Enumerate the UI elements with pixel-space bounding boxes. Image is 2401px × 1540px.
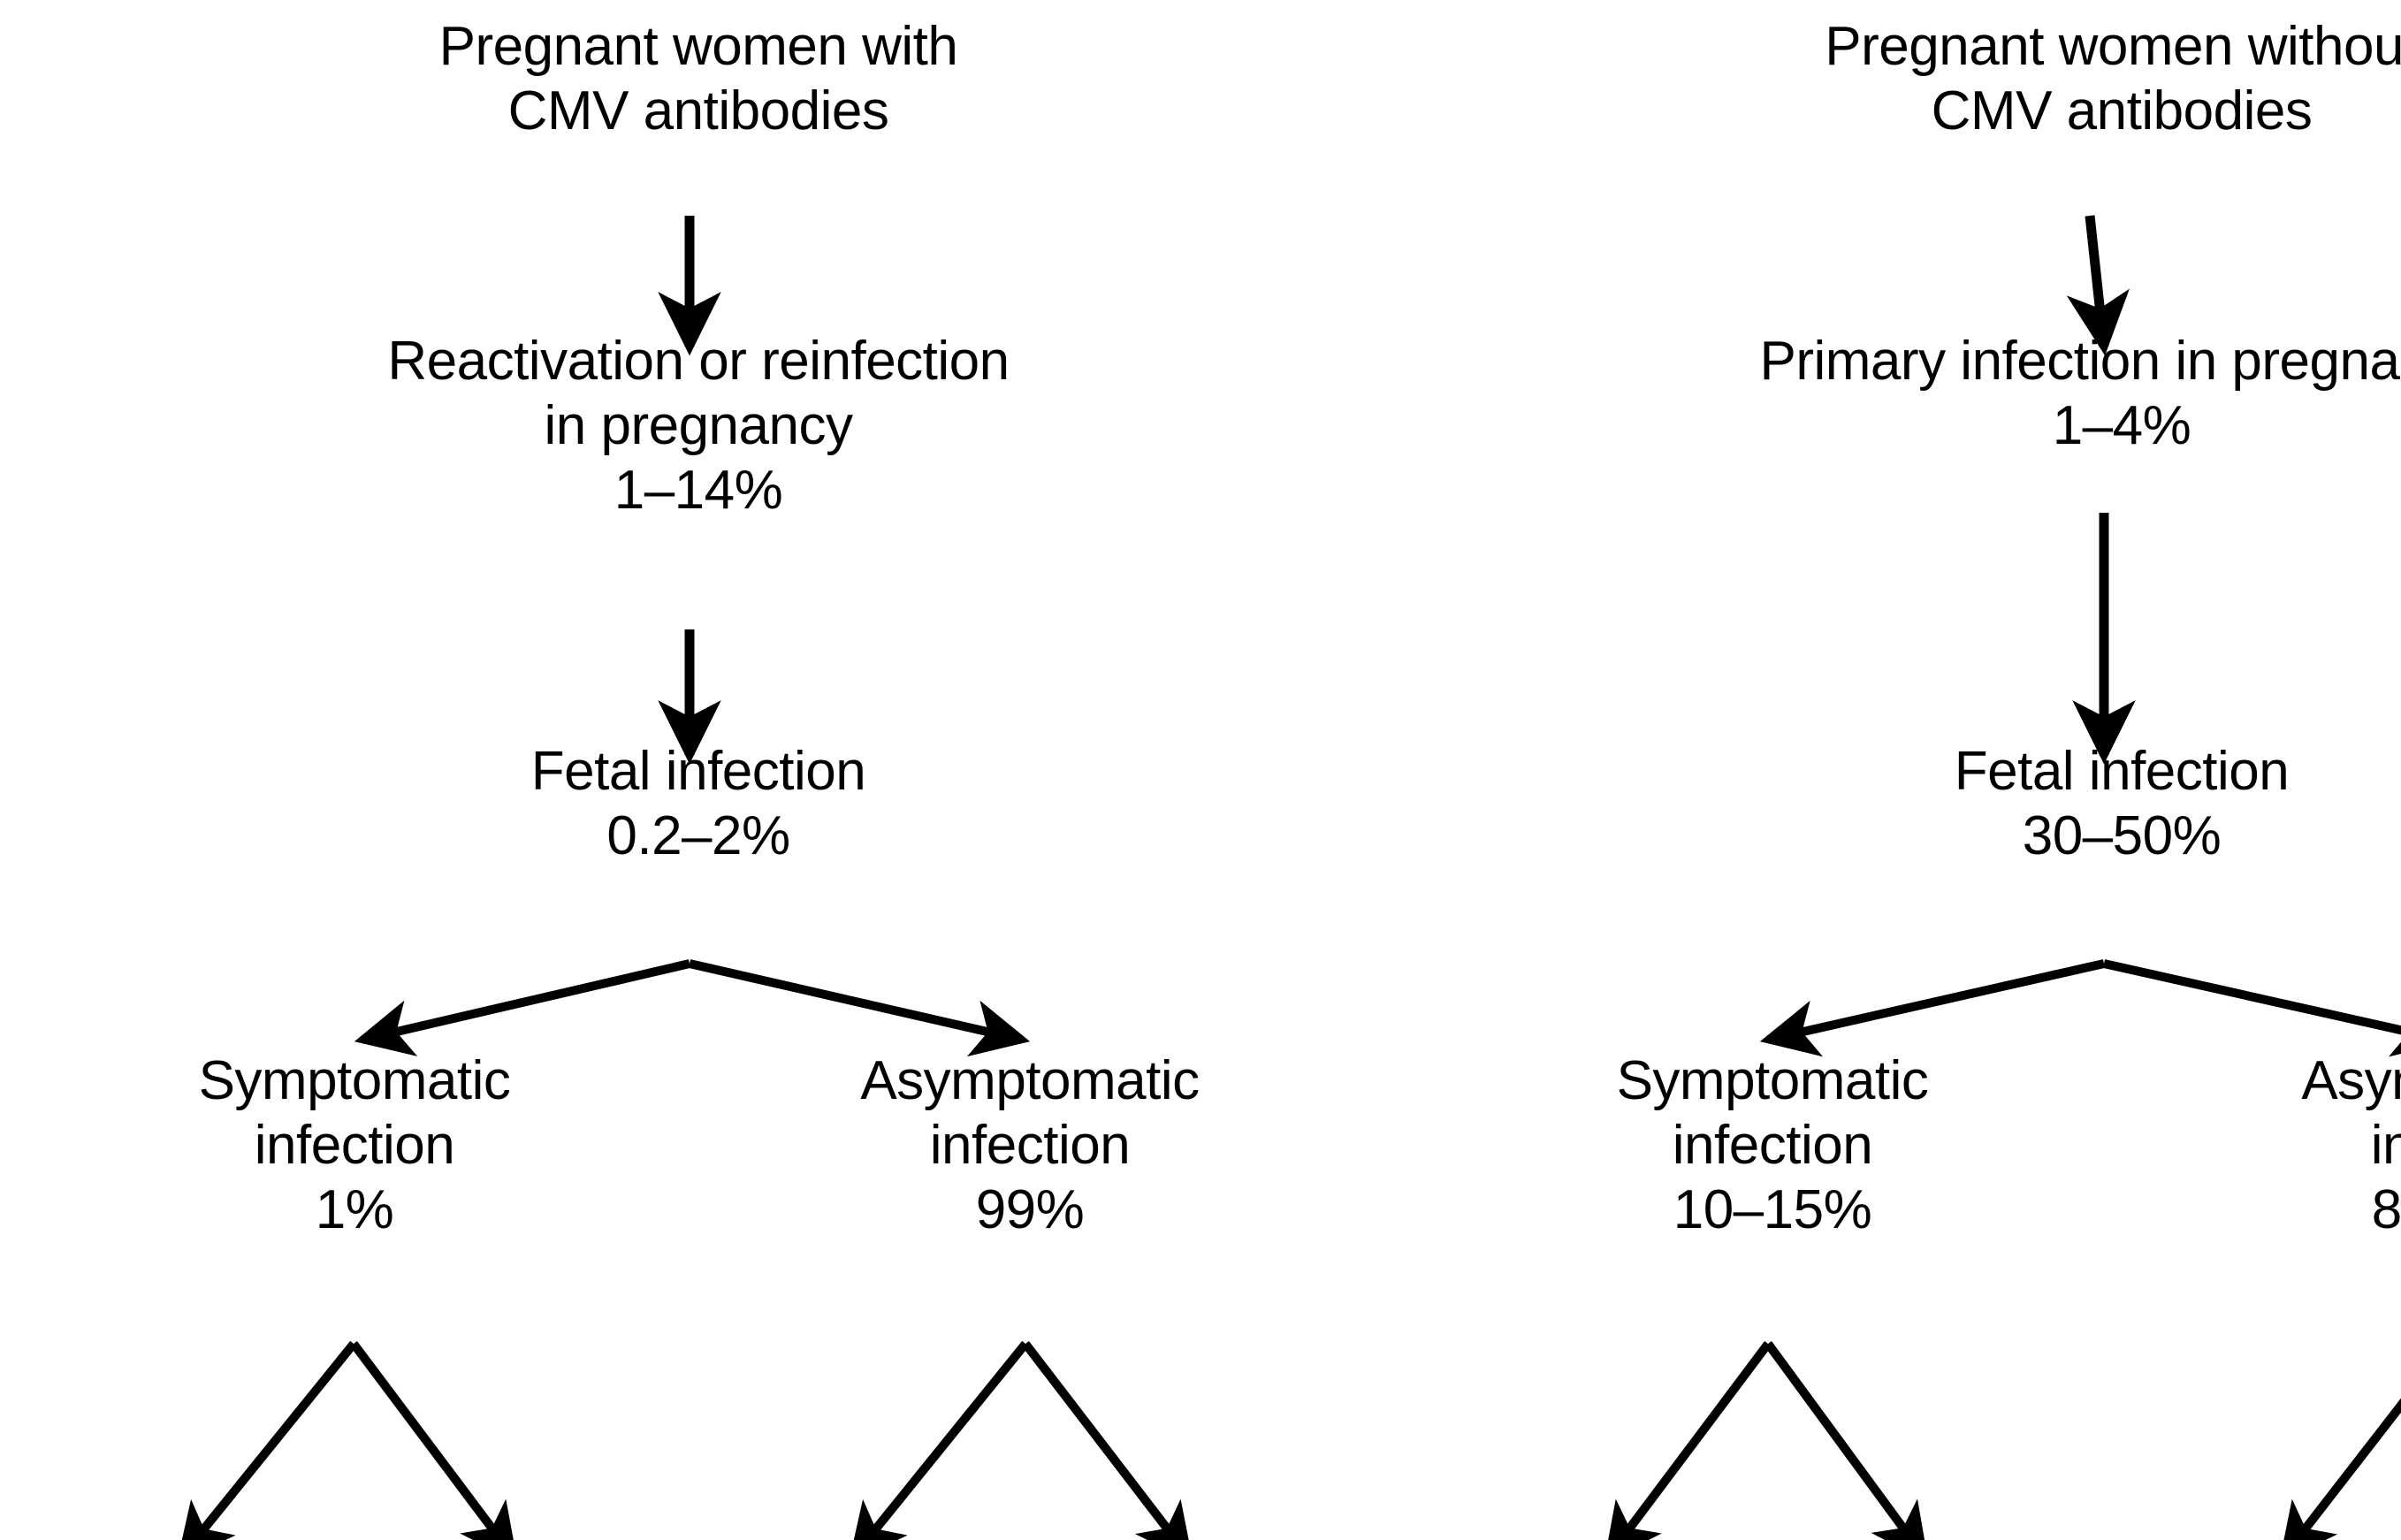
node-right-root-line2: CMV antibodies [1931, 80, 2313, 142]
node-right-symptomatic-rate: 10–15% [1673, 1179, 1872, 1241]
node-left-symptomatic-rate: 1% [315, 1179, 394, 1241]
node-right-primary-rate: 1–4% [2052, 395, 2191, 457]
node-right-asymptomatic: Asymptomatic infection 85–90% [2139, 1048, 2401, 1242]
node-right-symptomatic: Symptomatic infection 10–15% [1459, 1048, 2086, 1242]
node-right-fetal-rate: 30–50% [2022, 805, 2222, 867]
node-left-root-line2: CMV antibodies [507, 80, 889, 142]
arrow-right-asymptomatic-to-sequelae [2279, 1398, 2401, 1540]
node-right-asymptomatic-rate: 85–90% [2371, 1179, 2401, 1241]
node-left-fetal-infection: Fetal infection 0.2–2% [309, 739, 1087, 868]
node-left-fetal-rate: 0.2–2% [606, 805, 790, 867]
arrow-left-asymptomatic-to-sequelae [849, 1340, 1029, 1540]
arrow-left-symptomatic-to-sequelae [177, 1340, 357, 1540]
node-left-symptomatic: Symptomatic infection 1% [50, 1048, 659, 1242]
arrow-right-symptomatic-to-sequelae [1604, 1341, 1772, 1540]
node-left-fetal-label: Fetal infection [530, 741, 866, 802]
node-right-asymptomatic-line1: Asymptomatic [2301, 1050, 2401, 1111]
node-left-reactivation-line2: in pregnancy [544, 395, 853, 457]
node-right-root: Pregnant women without CMV antibodies [1556, 14, 2401, 143]
node-right-root-line1: Pregnant women without [1825, 16, 2401, 77]
arrow-left-fetal-to-symptomatic [354, 959, 691, 1056]
arrow-left-symptomatic-to-normal [350, 1341, 518, 1540]
node-left-asymptomatic-line1: Asymptomatic [860, 1050, 1200, 1111]
node-right-symptomatic-line2: infection [1672, 1115, 1873, 1177]
node-left-asymptomatic-line2: infection [929, 1115, 1131, 1177]
arrow-right-fetal-to-symptomatic [1759, 959, 2106, 1057]
node-left-root-line1: Pregnant women with [438, 16, 958, 77]
node-left-asymptomatic: Asymptomatic infection 99% [707, 1048, 1353, 1242]
node-left-reactivation-line1: Reactivation or reinfection [387, 331, 1010, 392]
node-right-primary-infection: Primary infection in pregnancy 1–4% [1450, 329, 2401, 458]
node-left-symptomatic-line1: Symptomatic [198, 1050, 511, 1111]
arrow-left-fetal-to-asymptomatic [688, 959, 1031, 1057]
arrow-right-root-to-infection [2066, 215, 2130, 356]
node-left-asymptomatic-rate: 99% [975, 1179, 1085, 1241]
node-right-fetal-infection: Fetal infection 30–50% [1733, 739, 2401, 868]
node-right-asymptomatic-line2: infection [2370, 1115, 2401, 1177]
arrow-right-symptomatic-to-normal [1764, 1341, 1929, 1540]
node-right-symptomatic-line1: Symptomatic [1616, 1050, 1929, 1111]
arrow-left-asymptomatic-to-normal [1022, 1340, 1193, 1540]
node-left-root: Pregnant women with CMV antibodies [177, 14, 1220, 143]
node-right-fetal-label: Fetal infection [1954, 741, 2290, 802]
node-left-reactivation-rate: 1–14% [614, 460, 783, 522]
node-left-symptomatic-line2: infection [254, 1115, 455, 1177]
node-left-reactivation: Reactivation or reinfection in pregnancy… [97, 329, 1300, 522]
arrow-right-fetal-to-asymptomatic [2102, 959, 2401, 1057]
node-right-primary-line1: Primary infection in pregnancy [1759, 331, 2401, 392]
